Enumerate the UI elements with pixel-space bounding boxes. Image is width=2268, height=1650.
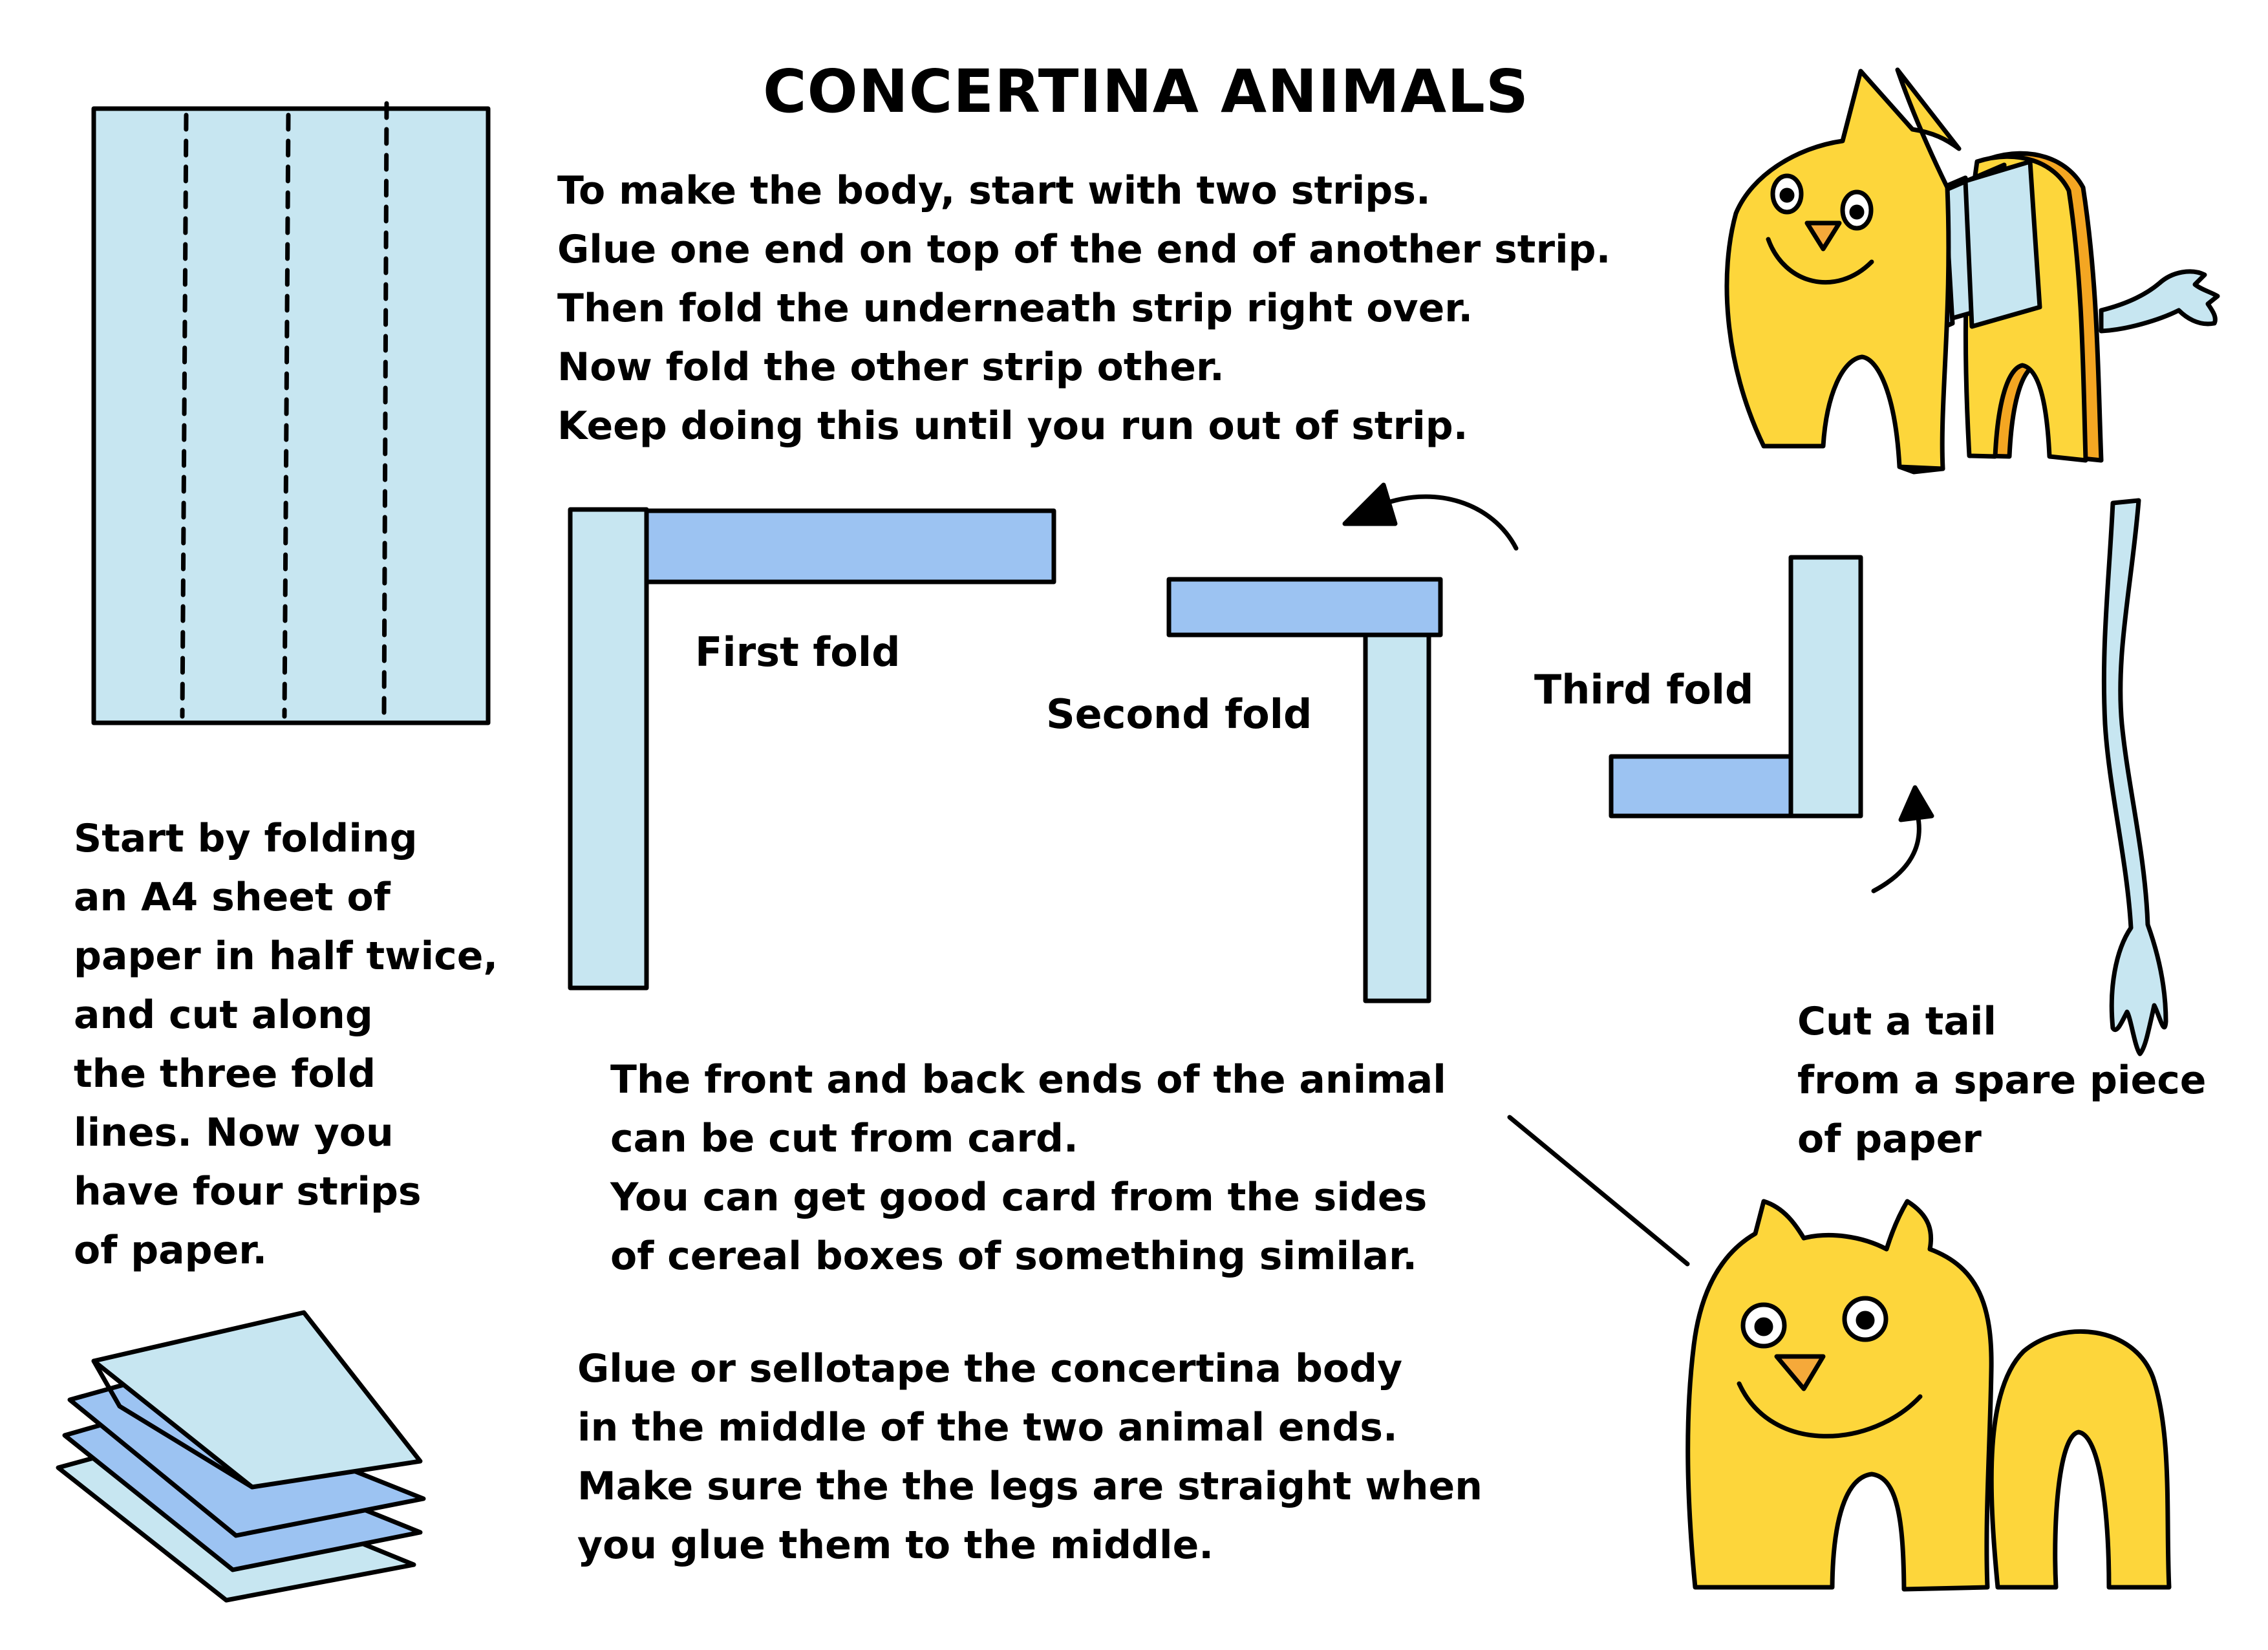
paper-strips-stack-icon [56, 1310, 426, 1603]
third-fold-diagram [1609, 555, 1863, 819]
a4-sheet-icon [91, 101, 491, 725]
animal-back-piece-icon [1989, 1329, 2172, 1590]
curved-arrow-up-icon [1871, 785, 1934, 894]
assembled-animal-icon [1724, 67, 2220, 475]
second-fold-label: Second fold [1046, 691, 1312, 738]
animal-front-piece-icon [1685, 1199, 1994, 1592]
page-title: CONCERTINA ANIMALS [763, 57, 1530, 126]
strips-intro-text: Start by folding an A4 sheet of paper in… [74, 816, 498, 1273]
third-fold-label: Third fold [1534, 666, 1754, 713]
curved-arrow-left-icon [1342, 482, 1519, 551]
ends-instructions: The front and back ends of the animal ca… [610, 1057, 1446, 1279]
second-fold-diagram [1166, 577, 1443, 1003]
pointer-line [1507, 1115, 1690, 1267]
first-fold-label: First fold [695, 628, 901, 676]
tail-icon [2101, 498, 2168, 1056]
first-fold-diagram [568, 507, 1056, 991]
assemble-instructions: Glue or sellotape the concertina body in… [577, 1346, 1482, 1568]
tail-instructions: Cut a tail from a spare piece of paper [1797, 999, 2207, 1162]
body-instructions: To make the body, start with two strips.… [557, 168, 1611, 449]
